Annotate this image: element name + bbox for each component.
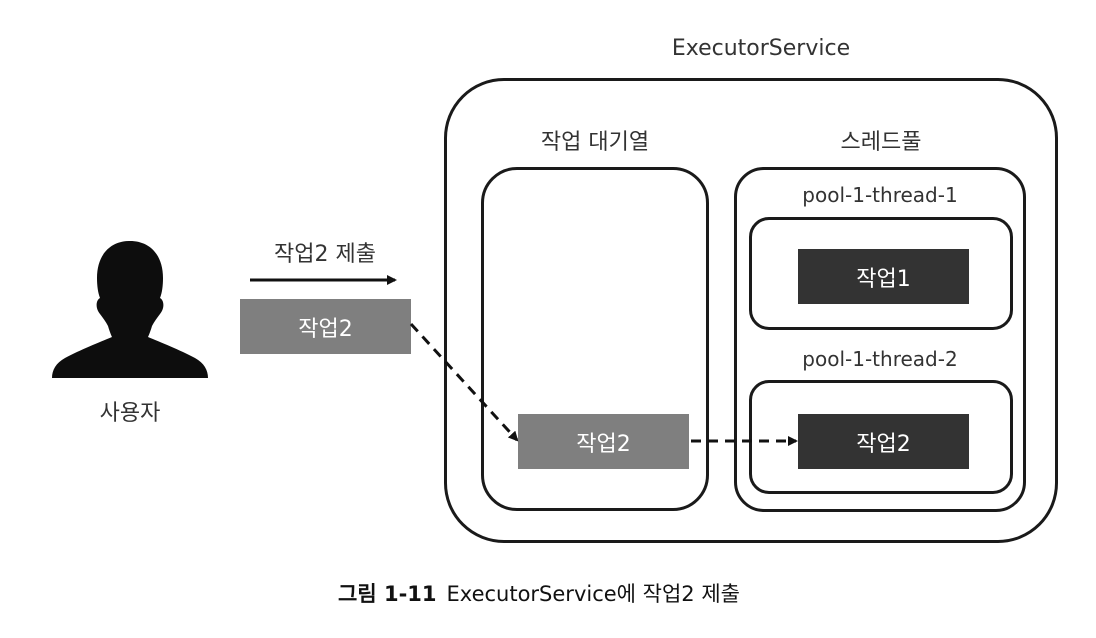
thread-pool-box: [734, 167, 1026, 512]
executor-service-box: [444, 78, 1058, 543]
thread2-task: 작업2: [798, 414, 969, 469]
queued-task: 작업2: [518, 414, 689, 469]
user-silhouette-icon: [52, 241, 208, 378]
thread1-label: pool-1-thread-1: [802, 183, 958, 207]
submitted-task: 작업2: [240, 299, 411, 354]
figure-caption: 그림 1-11 ExecutorService에 작업2 제출: [338, 578, 740, 608]
figure-number: 그림 1-11: [338, 582, 437, 606]
figure-caption-text: ExecutorService에 작업2 제출: [446, 582, 740, 606]
executor-service-title: ExecutorService: [671, 36, 851, 61]
task-queue-box: [481, 167, 709, 511]
submit-label: 작업2 제출: [274, 242, 376, 267]
enqueue-dashed-arrow: [409, 322, 519, 442]
thread-pool-title: 스레드풀: [840, 130, 922, 155]
queue-title: 작업 대기열: [540, 130, 650, 155]
user-label: 사용자: [99, 401, 161, 426]
thread2-label: pool-1-thread-2: [802, 347, 958, 371]
thread1-box: [749, 217, 1013, 330]
thread1-task: 작업1: [798, 249, 969, 304]
thread2-box: [749, 380, 1013, 494]
